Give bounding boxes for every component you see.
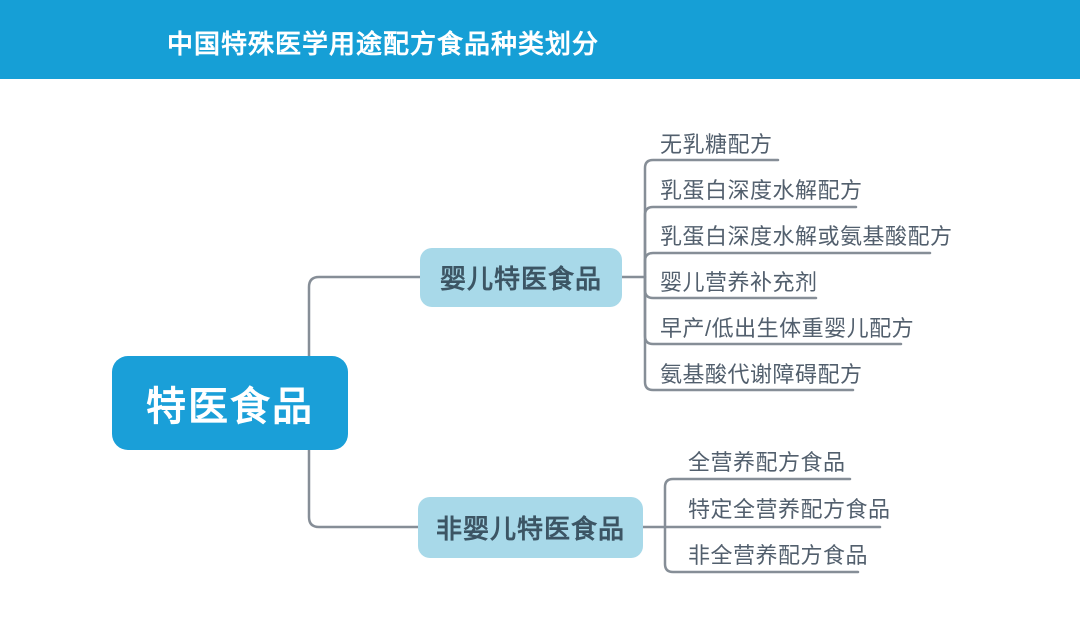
leaf-node[interactable]: 氨基酸代谢障碍配方 (660, 362, 863, 387)
connector-branch1-leaf3 (643, 251, 932, 279)
leaf-node[interactable]: 婴儿营养补充剂 (660, 270, 818, 295)
branch-node-label: 婴儿特医食品 (439, 264, 602, 294)
branch-node-label: 非婴儿特医食品 (435, 514, 625, 544)
leaf-node[interactable]: 乳蛋白深度水解配方 (660, 178, 863, 203)
page-title: 中国特殊医学用途配方食品种类划分 (167, 29, 600, 59)
branch-node-infant[interactable]: 婴儿特医食品 (420, 248, 622, 307)
leaf-node[interactable]: 无乳糖配方 (660, 132, 773, 157)
header-bar: 中国特殊医学用途配方食品种类划分 (0, 0, 1080, 79)
leaf-node[interactable]: 特定全营养配方食品 (688, 497, 891, 522)
leaf-node[interactable]: 早产/低出生体重婴儿配方 (660, 316, 915, 341)
root-node-label: 特医食品 (146, 385, 314, 429)
connector-branch2-leaf1 (663, 477, 852, 529)
connector-branch1-leaf1 (643, 158, 780, 279)
connector-branch2-leaf3 (663, 525, 860, 574)
branch-node-non-infant[interactable]: 非婴儿特医食品 (418, 497, 643, 558)
connector-branch1-leaf6 (643, 275, 855, 392)
leaf-node[interactable]: 全营养配方食品 (688, 450, 846, 475)
root-node-temyishipin[interactable]: 特医食品 (112, 356, 348, 450)
connector-branch1-leaf2 (643, 205, 858, 279)
leaf-node[interactable]: 非全营养配方食品 (688, 543, 869, 568)
leaf-node[interactable]: 乳蛋白深度水解或氨基酸配方 (660, 224, 953, 249)
